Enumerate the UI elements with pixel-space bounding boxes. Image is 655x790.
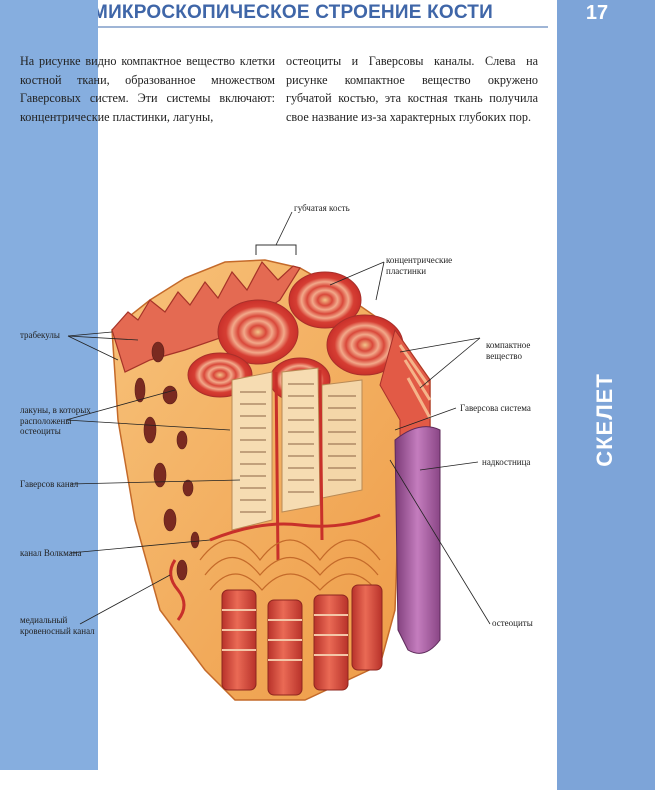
volkmann-canal-vessel	[209, 513, 381, 542]
cut-section-1	[231, 371, 273, 531]
label-periosteum: надкостница	[482, 457, 531, 467]
label-haversian-system: Гаверсова система	[460, 403, 531, 413]
header-rule	[0, 26, 548, 28]
label-haversian-canal: Гаверсов канал	[20, 479, 79, 489]
label-trabeculae: трабекулы	[20, 330, 60, 340]
page-number: 17	[585, 2, 609, 24]
body-text-column-2: остеоциты и Гаверсовы каналы. Слева на р…	[286, 54, 538, 124]
label-spongy-bone: губчатая кость	[294, 203, 350, 213]
label-concentric-lamellae: концентрические пластинки	[386, 255, 453, 276]
label-lacunae: лакуны, в которых расположены остеоциты	[20, 405, 91, 436]
side-tab-panel	[0, 0, 98, 770]
lamellar-lines	[199, 539, 381, 591]
osteon-top-1	[217, 299, 299, 365]
lacunae-pattern	[240, 383, 356, 513]
label-volkmann-canal: канал Волкмана	[20, 548, 82, 558]
label-osteocytes: остеоциты	[492, 618, 533, 628]
page-title: МИКРОСКОПИЧЕСКОЕ СТРОЕНИЕ КОСТИ	[92, 2, 493, 23]
leader-lines	[65, 211, 491, 625]
trabecular-holes	[134, 341, 201, 581]
periosteum	[394, 426, 441, 654]
medial-blood-vessel	[169, 559, 186, 621]
osteon-columns	[221, 584, 383, 696]
osteon-top-2	[288, 271, 362, 329]
label-medial-canal: медиальный кровеносный канал	[20, 615, 95, 636]
label-compact-bone: компактное вещество	[486, 340, 531, 361]
body-text-column-1: На рисунке видно компактное вещество кле…	[20, 54, 275, 124]
side-tab	[557, 0, 655, 790]
spongy-bone-bracket	[255, 244, 297, 255]
haversian-canal-vessel	[274, 369, 324, 561]
cut-section-2	[281, 367, 321, 513]
